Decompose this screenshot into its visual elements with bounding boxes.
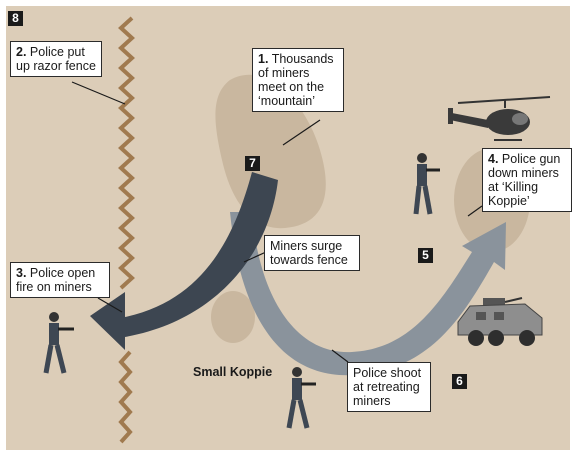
police-officer-icon [43,312,74,374]
callout-4-text: Police gun down miners at ‘Killing Koppi… [488,152,561,208]
callout-shoot-text: Police shoot at retreating miners [353,366,422,408]
callout-surge: Miners surge towards fence [264,235,360,271]
police-officer-icon [413,153,440,215]
arrow-surge [90,172,278,350]
callout-2-number: 2. [16,45,27,59]
callout-2-text: Police put up razor fence [16,45,96,73]
razor-fence-lower [118,350,133,444]
callout-3-text: Police open fire on miners [16,266,96,294]
small-koppie-label: Small Koppie [193,365,273,379]
badge-8: 8 [8,11,23,26]
callout-3-number: 3. [16,266,27,280]
badge-5: 5 [418,248,433,263]
badge-7: 7 [245,156,260,171]
leader-line-2 [71,81,126,105]
leader-line-4 [467,205,483,217]
callout-4: 4. Police gun down miners at ‘Killing Ko… [482,148,572,212]
mountain-koppie [215,74,326,229]
callout-1-text: Thousands of miners meet on the ‘mountai… [258,52,334,108]
leader-line-surge [243,251,267,263]
small-koppie-shape [211,291,255,343]
police-officer-icon [286,367,316,429]
callout-3: 3. Police open fire on miners [10,262,110,298]
razor-fence-upper [118,16,135,290]
callout-1-number: 1. [258,52,269,66]
arrow-retreat [230,212,506,376]
helicopter-icon [448,96,551,141]
callout-2: 2. Police put up razor fence [10,41,102,77]
callout-1: 1. Thousands of miners meet on the ‘moun… [252,48,344,112]
callout-surge-text: Miners surge towards fence [270,239,348,267]
callout-shoot: Police shoot at retreating miners [347,362,431,412]
leader-line-3 [97,297,123,313]
callout-4-number: 4. [488,152,499,166]
armoured-vehicle-icon [457,297,543,346]
leader-line-1 [282,119,321,146]
badge-6: 6 [452,374,467,389]
leader-line-shoot [331,349,349,363]
